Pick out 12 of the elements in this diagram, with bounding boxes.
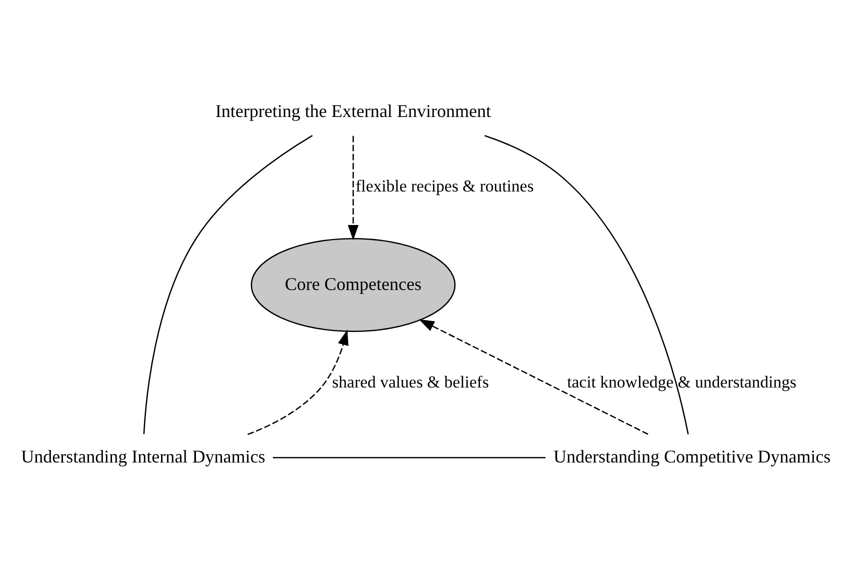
edge-label: flexible recipes & routines bbox=[356, 176, 534, 196]
connector bbox=[143, 135, 313, 434]
edge-label: tacit knowledge & understandings bbox=[567, 372, 796, 392]
arrow bbox=[247, 330, 348, 436]
connector bbox=[484, 134, 689, 434]
node-text: Interpreting the External Environment bbox=[215, 101, 492, 122]
arrow bbox=[418, 319, 648, 435]
node-text: Understanding Competitive Dynamics bbox=[553, 446, 831, 466]
connector bbox=[272, 457, 546, 458]
edge-label: shared values & beliefs bbox=[332, 372, 489, 392]
arrow bbox=[348, 136, 359, 240]
node-text: Understanding Internal Dynamics bbox=[21, 446, 266, 466]
